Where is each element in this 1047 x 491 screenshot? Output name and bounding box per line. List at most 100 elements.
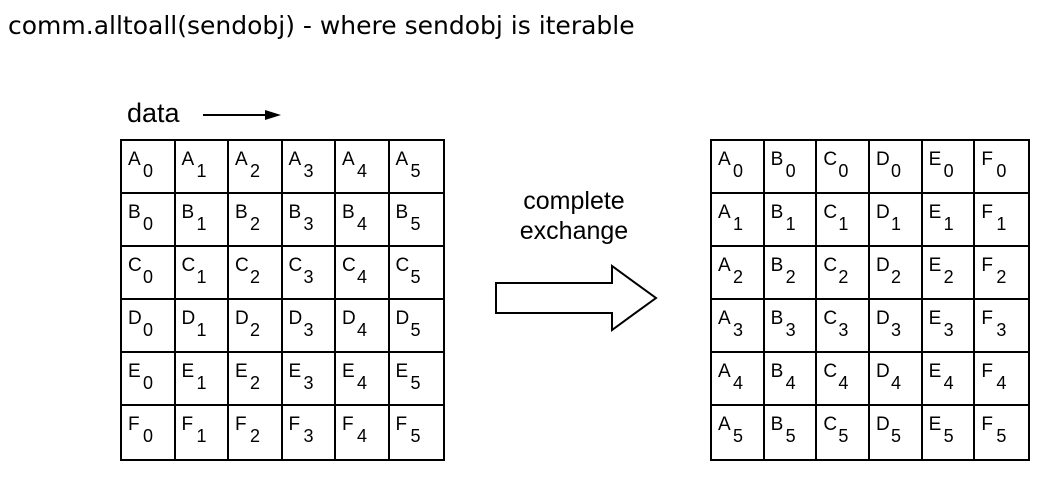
cell-letter: B (770, 149, 784, 170)
cell-subscript: 5 (410, 320, 421, 340)
cell-subscript: 1 (196, 373, 207, 393)
cell-subscript: 0 (143, 426, 154, 446)
cell-subscript: 3 (996, 320, 1007, 340)
cell-letter: E (128, 361, 141, 382)
cell-letter: D (876, 255, 890, 276)
cell-letter: D (181, 308, 196, 329)
cell-subscript: 4 (357, 214, 368, 234)
cell-letter: E (395, 361, 409, 382)
cell-subscript: 1 (943, 214, 954, 234)
cell-subscript: 0 (143, 161, 154, 181)
cell-letter: B (770, 308, 784, 329)
cell-letter: D (235, 308, 249, 329)
cell-letter: D (876, 149, 890, 170)
data-axis-label: data (127, 98, 180, 128)
cell-subscript: 0 (943, 161, 954, 181)
cell-subscript: 5 (410, 214, 421, 234)
cell-letter: A (235, 149, 248, 170)
cell-letter: E (181, 361, 195, 382)
cell-letter: A (718, 255, 731, 276)
cell-subscript: 5 (943, 426, 954, 446)
cell-subscript: 0 (143, 320, 154, 340)
cell-letter: A (128, 149, 141, 170)
cell-letter: C (395, 255, 410, 276)
cell-subscript: 3 (891, 320, 902, 340)
cell-letter: D (876, 414, 890, 435)
cell-subscript: 2 (733, 267, 744, 287)
cell-letter: A (718, 202, 731, 223)
cell-subscript: 2 (891, 267, 902, 287)
exchange-label-line-2: exchange (519, 217, 629, 245)
cell-subscript: 4 (357, 373, 368, 393)
complete-exchange-label: complete exchange (499, 186, 649, 246)
cell-letter: B (288, 202, 302, 223)
cell-subscript: 5 (891, 426, 902, 446)
cell-letter: A (718, 149, 731, 170)
cell-subscript: 3 (303, 214, 314, 234)
cell-subscript: 1 (196, 426, 207, 446)
cell-subscript: 1 (838, 214, 849, 234)
cell-subscript: 5 (410, 267, 421, 287)
cell-letter: C (823, 414, 838, 435)
cell-subscript: 0 (891, 161, 902, 181)
cell-letter: A (288, 149, 302, 170)
cell-subscript: 2 (250, 214, 261, 234)
cell-subscript: 1 (196, 267, 207, 287)
cell-subscript: 2 (250, 373, 261, 393)
cell-letter: C (823, 308, 838, 329)
cell-letter: A (181, 149, 195, 170)
cell-letter: B (181, 202, 195, 223)
cell-subscript: 3 (303, 320, 314, 340)
cell-letter: A (395, 149, 409, 170)
cell-subscript: 3 (303, 267, 314, 287)
cell-letter: A (342, 149, 355, 170)
cell-subscript: 2 (785, 267, 796, 287)
cell-letter: E (928, 414, 942, 435)
cell-letter: B (770, 414, 784, 435)
cell-letter: C (181, 255, 196, 276)
cell-letter: C (823, 361, 838, 382)
cell-letter: F (981, 414, 993, 435)
cell-letter: F (128, 414, 140, 435)
cell-letter: D (876, 308, 890, 329)
cell-subscript: 0 (733, 161, 744, 181)
cell-subscript: 4 (357, 320, 368, 340)
cell-letter: D (876, 361, 890, 382)
cell-subscript: 0 (838, 161, 849, 181)
cell-letter: D (288, 308, 303, 329)
cell-letter: C (235, 255, 249, 276)
